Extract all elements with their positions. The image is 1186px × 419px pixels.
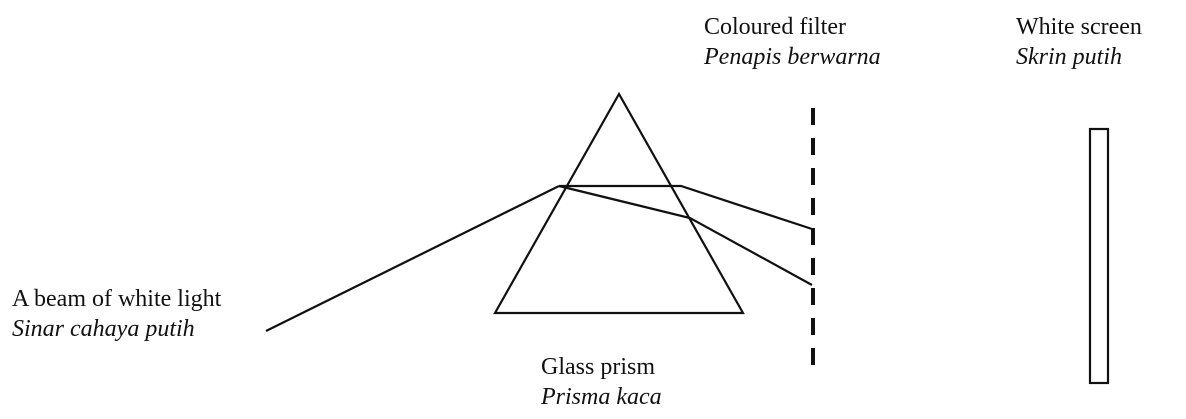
filter-label-malay: Penapis berwarna (704, 44, 881, 70)
glass-prism (493, 91, 745, 315)
light-beam-label-english: A beam of white light (12, 286, 222, 312)
prism-label-english: Glass prism (541, 354, 655, 380)
light-beam-label-malay: Sinar cahaya putih (12, 316, 195, 342)
filter-label-english: Coloured filter (704, 14, 846, 40)
light-beam-label: A beam of white light Sinar cahaya putih (12, 284, 221, 344)
screen-label-english: White screen (1016, 14, 1142, 40)
incident-ray-arrow (419, 226, 478, 256)
refracted-ray-lower (558, 184, 813, 286)
refracted-ray-upper (559, 184, 813, 231)
white-screen (1088, 127, 1110, 385)
screen-label-malay: Skrin putih (1016, 44, 1122, 70)
screen-label: White screen Skrin putih (1016, 12, 1142, 72)
prism-label: Glass prism Prisma kaca (541, 352, 662, 412)
prism-label-malay: Prisma kaca (541, 384, 662, 410)
incident-light-ray (265, 185, 560, 332)
filter-label: Coloured filter Penapis berwarna (704, 12, 881, 72)
refracted-ray-lower-arrow (619, 200, 664, 212)
